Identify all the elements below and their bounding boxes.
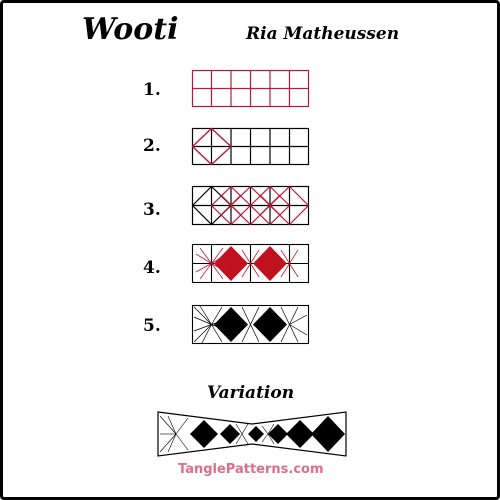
pattern-author: Ria Matheussen xyxy=(246,24,400,44)
step-2-diamond-drawing xyxy=(191,127,310,166)
step-5-black-drawing xyxy=(191,304,310,345)
step-3-number: 3. xyxy=(143,200,161,220)
variation-heading: Variation xyxy=(207,383,295,403)
site-watermark: TanglePatterns.com xyxy=(178,462,324,477)
step-2-number: 2. xyxy=(143,136,161,156)
step-3-diamonds-drawing xyxy=(191,185,310,226)
step-1-grid-drawing xyxy=(191,69,310,108)
step-1-number: 1. xyxy=(143,80,161,100)
variation-drawing xyxy=(157,411,347,457)
step-4-fill-drawing xyxy=(191,243,310,284)
step-4-number: 4. xyxy=(143,258,161,278)
pattern-title: Wooti xyxy=(82,12,179,47)
step-5-number: 5. xyxy=(143,316,161,336)
